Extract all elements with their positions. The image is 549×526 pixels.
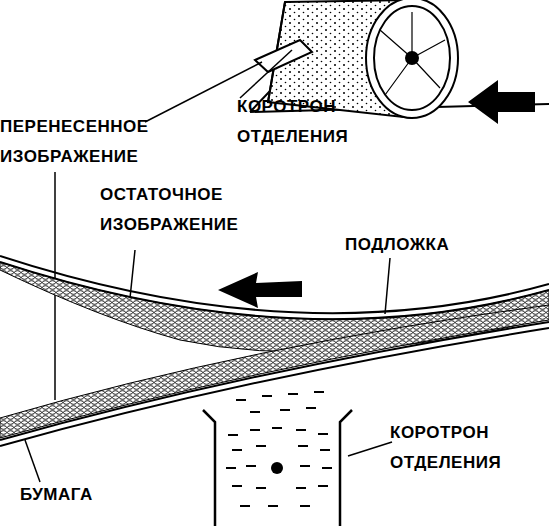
minus-sign bbox=[240, 505, 310, 507]
part-label: ПЕРЕНЕСЕННОЕ ИЗОБРАЖЕНИЕ bbox=[0, 112, 149, 172]
drum-rim bbox=[374, 6, 450, 110]
part-label: КОРОТРОН ОТДЕЛЕНИЯ bbox=[237, 92, 348, 152]
substrate-line bbox=[0, 256, 549, 313]
minus-sign bbox=[232, 486, 328, 488]
part-label: БУМАГА bbox=[20, 480, 93, 510]
minus-sign bbox=[236, 392, 324, 412]
corotron-wire bbox=[271, 462, 283, 474]
leader-line bbox=[240, 50, 292, 98]
part-label: ПОДЛОЖКА bbox=[345, 230, 449, 260]
drum-spokes bbox=[380, 12, 445, 95]
drum-end bbox=[366, 0, 458, 118]
drum-axle bbox=[406, 52, 418, 64]
leader-line bbox=[385, 258, 390, 314]
corotron-symbol bbox=[255, 40, 312, 72]
part-label: ОСТАТОЧНОЕ ИЗОБРАЖЕНИЕ bbox=[100, 180, 238, 240]
paper-line bbox=[0, 322, 549, 440]
leader-line bbox=[348, 442, 392, 456]
leader-line bbox=[25, 440, 40, 482]
corotron-wall bbox=[203, 410, 215, 526]
minus-sign bbox=[228, 428, 328, 435]
charge-signs bbox=[226, 392, 332, 506]
part-label: КОРОТРОН ОТДЕЛЕНИЯ bbox=[390, 418, 501, 478]
minus-sign bbox=[226, 466, 332, 468]
corotron-wall bbox=[340, 410, 352, 526]
toner-layer bbox=[0, 262, 549, 352]
motion-arrow bbox=[468, 80, 535, 124]
corotron-housing bbox=[203, 410, 352, 526]
motion-arrow bbox=[218, 272, 302, 308]
minus-sign bbox=[232, 446, 330, 450]
